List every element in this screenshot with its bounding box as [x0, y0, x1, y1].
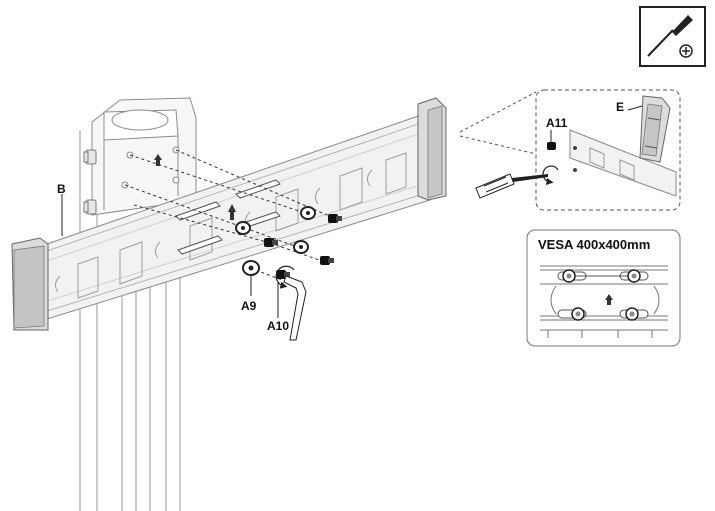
- label-a10: A10: [267, 319, 289, 333]
- phillips-screwdriver-icon: [639, 6, 706, 67]
- callout-connector-lines: [459, 91, 537, 155]
- label-e: E: [616, 100, 624, 114]
- leader-lines: [61, 194, 279, 318]
- screw-middle: [264, 238, 278, 247]
- bar-end-cap-right: [417, 97, 447, 201]
- column-top-bracket: [91, 97, 197, 216]
- label-a9: A9: [241, 299, 257, 313]
- vesa-inset: [526, 229, 681, 347]
- bar-end-cap-left: [11, 237, 49, 331]
- vesa-title: VESA 400x400mm: [538, 237, 650, 252]
- allen-key: [283, 275, 307, 341]
- rotation-arrow: [275, 265, 295, 289]
- screwdriver-detail: [475, 173, 548, 199]
- screw-upper-right: [328, 214, 342, 223]
- label-b: B: [57, 182, 66, 196]
- screw-lower-right: [320, 256, 334, 265]
- screw-a10-target: [276, 270, 290, 279]
- alignment-lines: [124, 149, 335, 281]
- label-a11: A11: [546, 116, 568, 130]
- washers-and-screws: [235, 206, 342, 289]
- detail-callout: [475, 89, 681, 211]
- column-knobs: [83, 149, 97, 215]
